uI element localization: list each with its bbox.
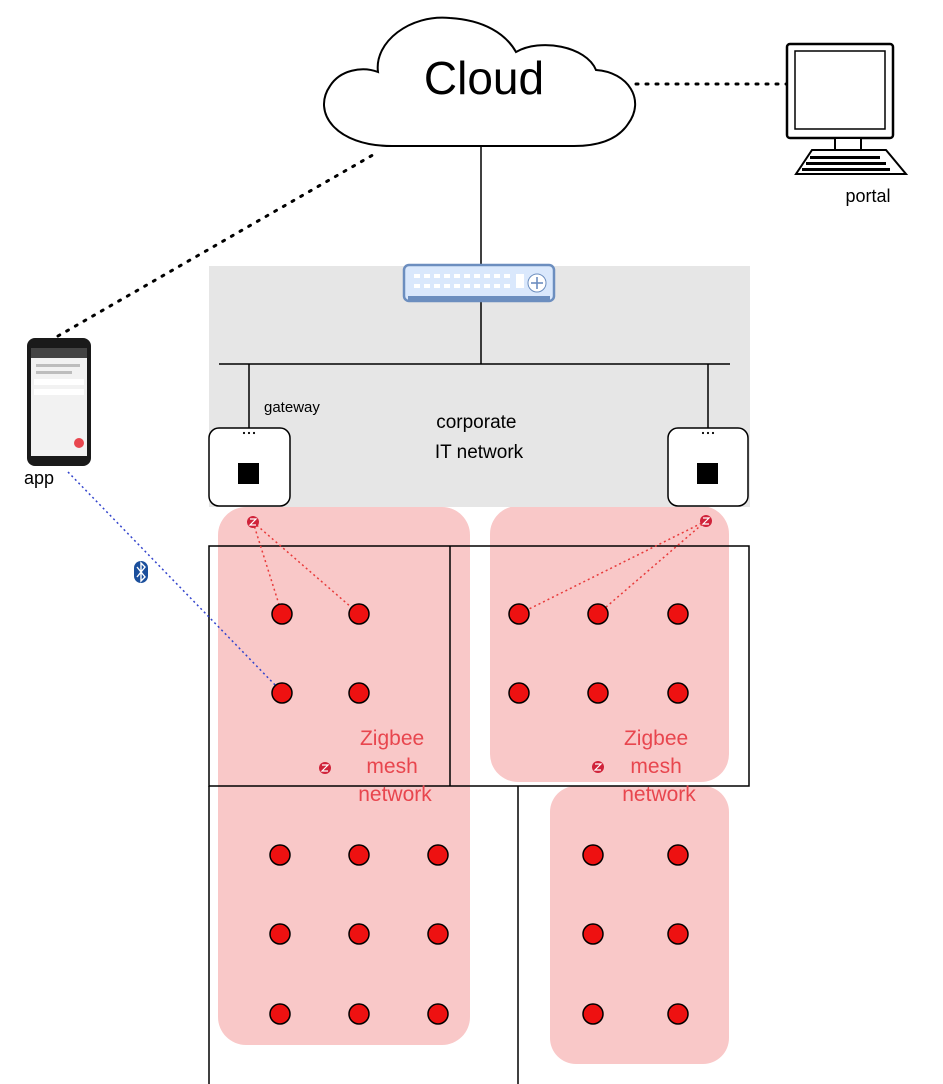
zigbee-zone-bottom-right	[550, 786, 729, 1064]
zigbee-links	[252, 520, 707, 615]
sensor-node	[269, 923, 291, 945]
zigbee-icon	[319, 762, 331, 774]
app-cloud-link	[56, 150, 380, 338]
sensor-node	[508, 682, 530, 704]
zigbee-label-left-line2: mesh	[366, 755, 417, 778]
gateway-left	[208, 427, 291, 507]
sensor-node	[582, 923, 604, 945]
sensor-node	[427, 1003, 449, 1025]
zigbee-zone-left	[218, 507, 470, 1045]
sensor-node	[587, 603, 609, 625]
sensor-node	[587, 682, 609, 704]
gateway-right	[667, 427, 749, 507]
zigbee-label-left-line1: Zigbee	[360, 727, 424, 750]
zigbee-zone-top-right	[490, 506, 729, 782]
sensor-node	[582, 1003, 604, 1025]
sensor-node	[667, 923, 689, 945]
zigbee-label-left-line3: network	[358, 783, 432, 806]
sensor-node	[508, 603, 530, 625]
sensor-node	[348, 682, 370, 704]
sensor-node	[269, 1003, 291, 1025]
smartphone-icon	[27, 338, 91, 466]
sensor-node	[271, 682, 293, 704]
zigbee-label-right-line1: Zigbee	[624, 727, 688, 750]
sensor-node	[667, 603, 689, 625]
sensor-nodes	[269, 603, 689, 1025]
cloud-icon	[323, 16, 637, 147]
cloud-label: Cloud	[424, 52, 544, 104]
gateway-label: gateway	[264, 399, 320, 416]
bluetooth-icon	[134, 561, 148, 583]
zigbee-label-right: Zigbee mesh network	[622, 727, 696, 806]
desktop-computer-icon	[785, 42, 909, 175]
sensor-node	[269, 844, 291, 866]
zigbee-icon	[592, 761, 604, 773]
app-label: app	[24, 468, 54, 488]
portal-label: portal	[845, 186, 890, 206]
zigbee-label-right-line3: network	[622, 783, 696, 806]
sensor-node	[427, 844, 449, 866]
zigbee-label-left: Zigbee mesh network	[358, 727, 432, 806]
floor-plan	[208, 545, 750, 1084]
zigbee-icon	[700, 515, 712, 527]
corporate-network-area	[209, 266, 750, 507]
network-switch-icon	[402, 263, 556, 303]
zigbee-label-right-line2: mesh	[630, 755, 681, 778]
corporate-network-label-line2: IT network	[435, 442, 524, 463]
sensor-node	[348, 923, 370, 945]
sensor-node	[348, 603, 370, 625]
sensor-node	[667, 682, 689, 704]
corporate-network-label: corporate IT network	[435, 412, 524, 463]
sensor-node	[582, 844, 604, 866]
corporate-network-label-line1: corporate	[436, 412, 516, 433]
sensor-node	[667, 844, 689, 866]
sensor-node	[348, 1003, 370, 1025]
sensor-node	[348, 844, 370, 866]
bluetooth-link	[67, 471, 279, 689]
sensor-node	[271, 603, 293, 625]
zigbee-icon	[247, 516, 259, 528]
sensor-node	[427, 923, 449, 945]
sensor-node	[667, 1003, 689, 1025]
